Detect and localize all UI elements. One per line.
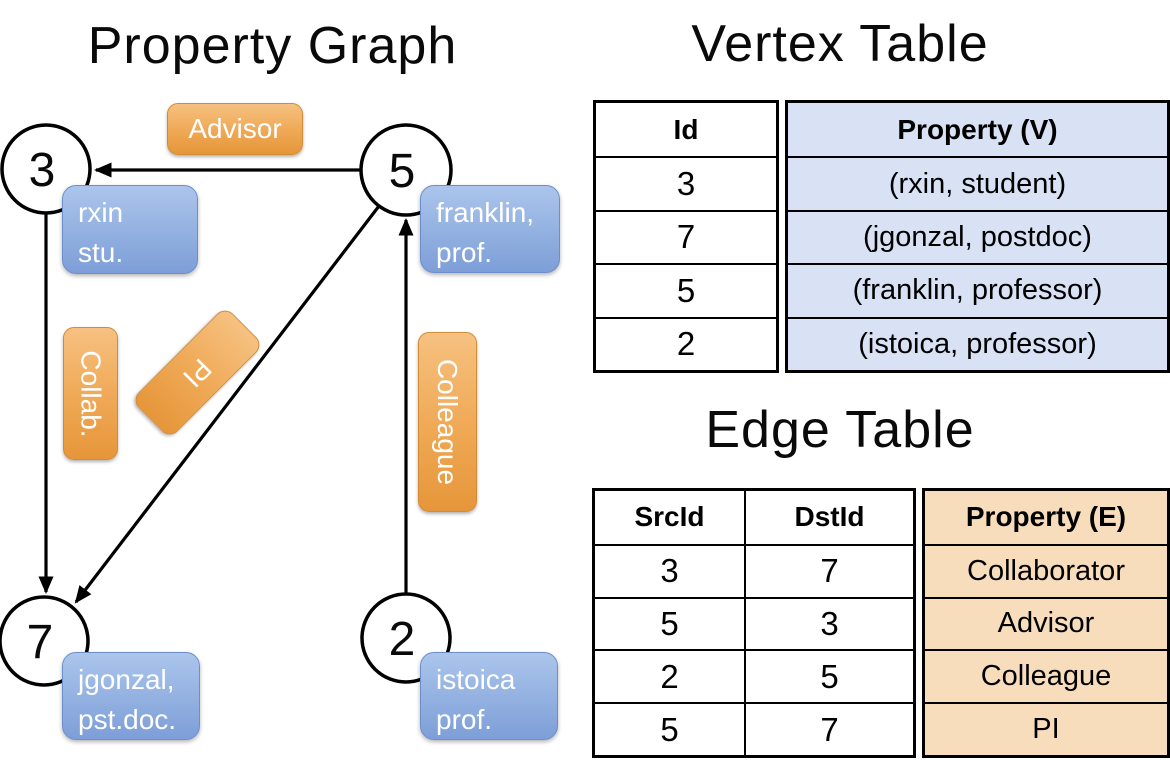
table-cell: 2 (596, 316, 776, 370)
table-cell: 5 (595, 702, 744, 755)
table-cell: (franklin, professor) (788, 263, 1167, 316)
vertex-property-line: istoica (436, 664, 516, 695)
table-cell: Collaborator (925, 543, 1167, 597)
node-id-3: 3 (29, 144, 56, 197)
edge-label-text: Colleague (432, 358, 464, 486)
table-cell: 2 (595, 649, 744, 702)
table-cell: 5 (744, 649, 913, 703)
vertex-property-line: jgonzal, (78, 664, 175, 695)
table-cell: 3 (744, 596, 913, 650)
edge-label-text: Advisor (188, 113, 282, 144)
edge-label-colleague: Colleague (418, 332, 477, 512)
table-cell: (jgonzal, postdoc) (788, 209, 1167, 263)
vertex-property-line: stu. (78, 236, 124, 268)
vertex-table-title: Vertex Table (691, 15, 989, 73)
edge-label-text: PI (177, 352, 219, 394)
node-id-2: 2 (389, 613, 416, 666)
table-cell: Colleague (925, 649, 1167, 702)
edge-label-advisor: Advisor (167, 103, 303, 155)
vertex-property-box-3: rxin stu. (62, 185, 198, 274)
edge-table-property-header: Property (E) (965, 501, 1127, 533)
vertex-property-line: prof. (436, 703, 493, 735)
vertex-property-box-7: jgonzal, pst.doc. (62, 652, 200, 740)
table-cell: 5 (595, 596, 744, 650)
vertex-property-box-2: istoica prof. (420, 652, 558, 740)
edge-table-srcid-header: SrcId (634, 501, 705, 533)
edge-line-5-7 (74, 205, 381, 604)
edge-label-collab: Collab. (63, 327, 118, 460)
vertex-table-id-header: Id (673, 113, 699, 145)
vertex-property-box-5: franklin, prof. (420, 185, 560, 273)
vertex-property-line: pst.doc. (78, 703, 177, 735)
node-id-5: 5 (389, 145, 416, 198)
table-cell: (rxin, student) (788, 156, 1167, 209)
vertex-property-line: prof. (436, 236, 493, 268)
property-graph-title: Property Graph (87, 17, 458, 75)
table-cell: 7 (596, 209, 776, 263)
node-id-7: 7 (27, 616, 54, 669)
table-cell: 5 (596, 263, 776, 316)
edge-table-property-column: Property (E) Collaborator Advisor Collea… (922, 488, 1170, 758)
table-cell: (istoica, professor) (788, 316, 1167, 370)
vertex-table-property-column: Property (V) (rxin, student) (jgonzal, p… (785, 100, 1170, 373)
table-cell: Advisor (925, 596, 1167, 650)
table-cell: PI (925, 702, 1167, 755)
edge-table-id-columns: SrcId DstId 3 7 5 3 2 5 5 7 (592, 488, 916, 758)
vertex-property-line: rxin (78, 197, 124, 228)
table-cell: 3 (595, 543, 744, 597)
graph-canvas: 3 5 7 2 (0, 123, 453, 687)
table-cell: 7 (744, 702, 913, 755)
edge-label-text: Collab. (75, 349, 107, 438)
table-cell: 7 (744, 543, 913, 597)
vertex-table-id-column: Id 3 7 5 2 (593, 100, 779, 373)
edge-table-dstid-header: DstId (744, 491, 913, 544)
edge-table-title: Edge Table (705, 401, 975, 459)
vertex-property-line: franklin, (436, 197, 535, 228)
vertex-table-property-header: Property (V) (897, 113, 1058, 145)
table-cell: 3 (596, 156, 776, 209)
